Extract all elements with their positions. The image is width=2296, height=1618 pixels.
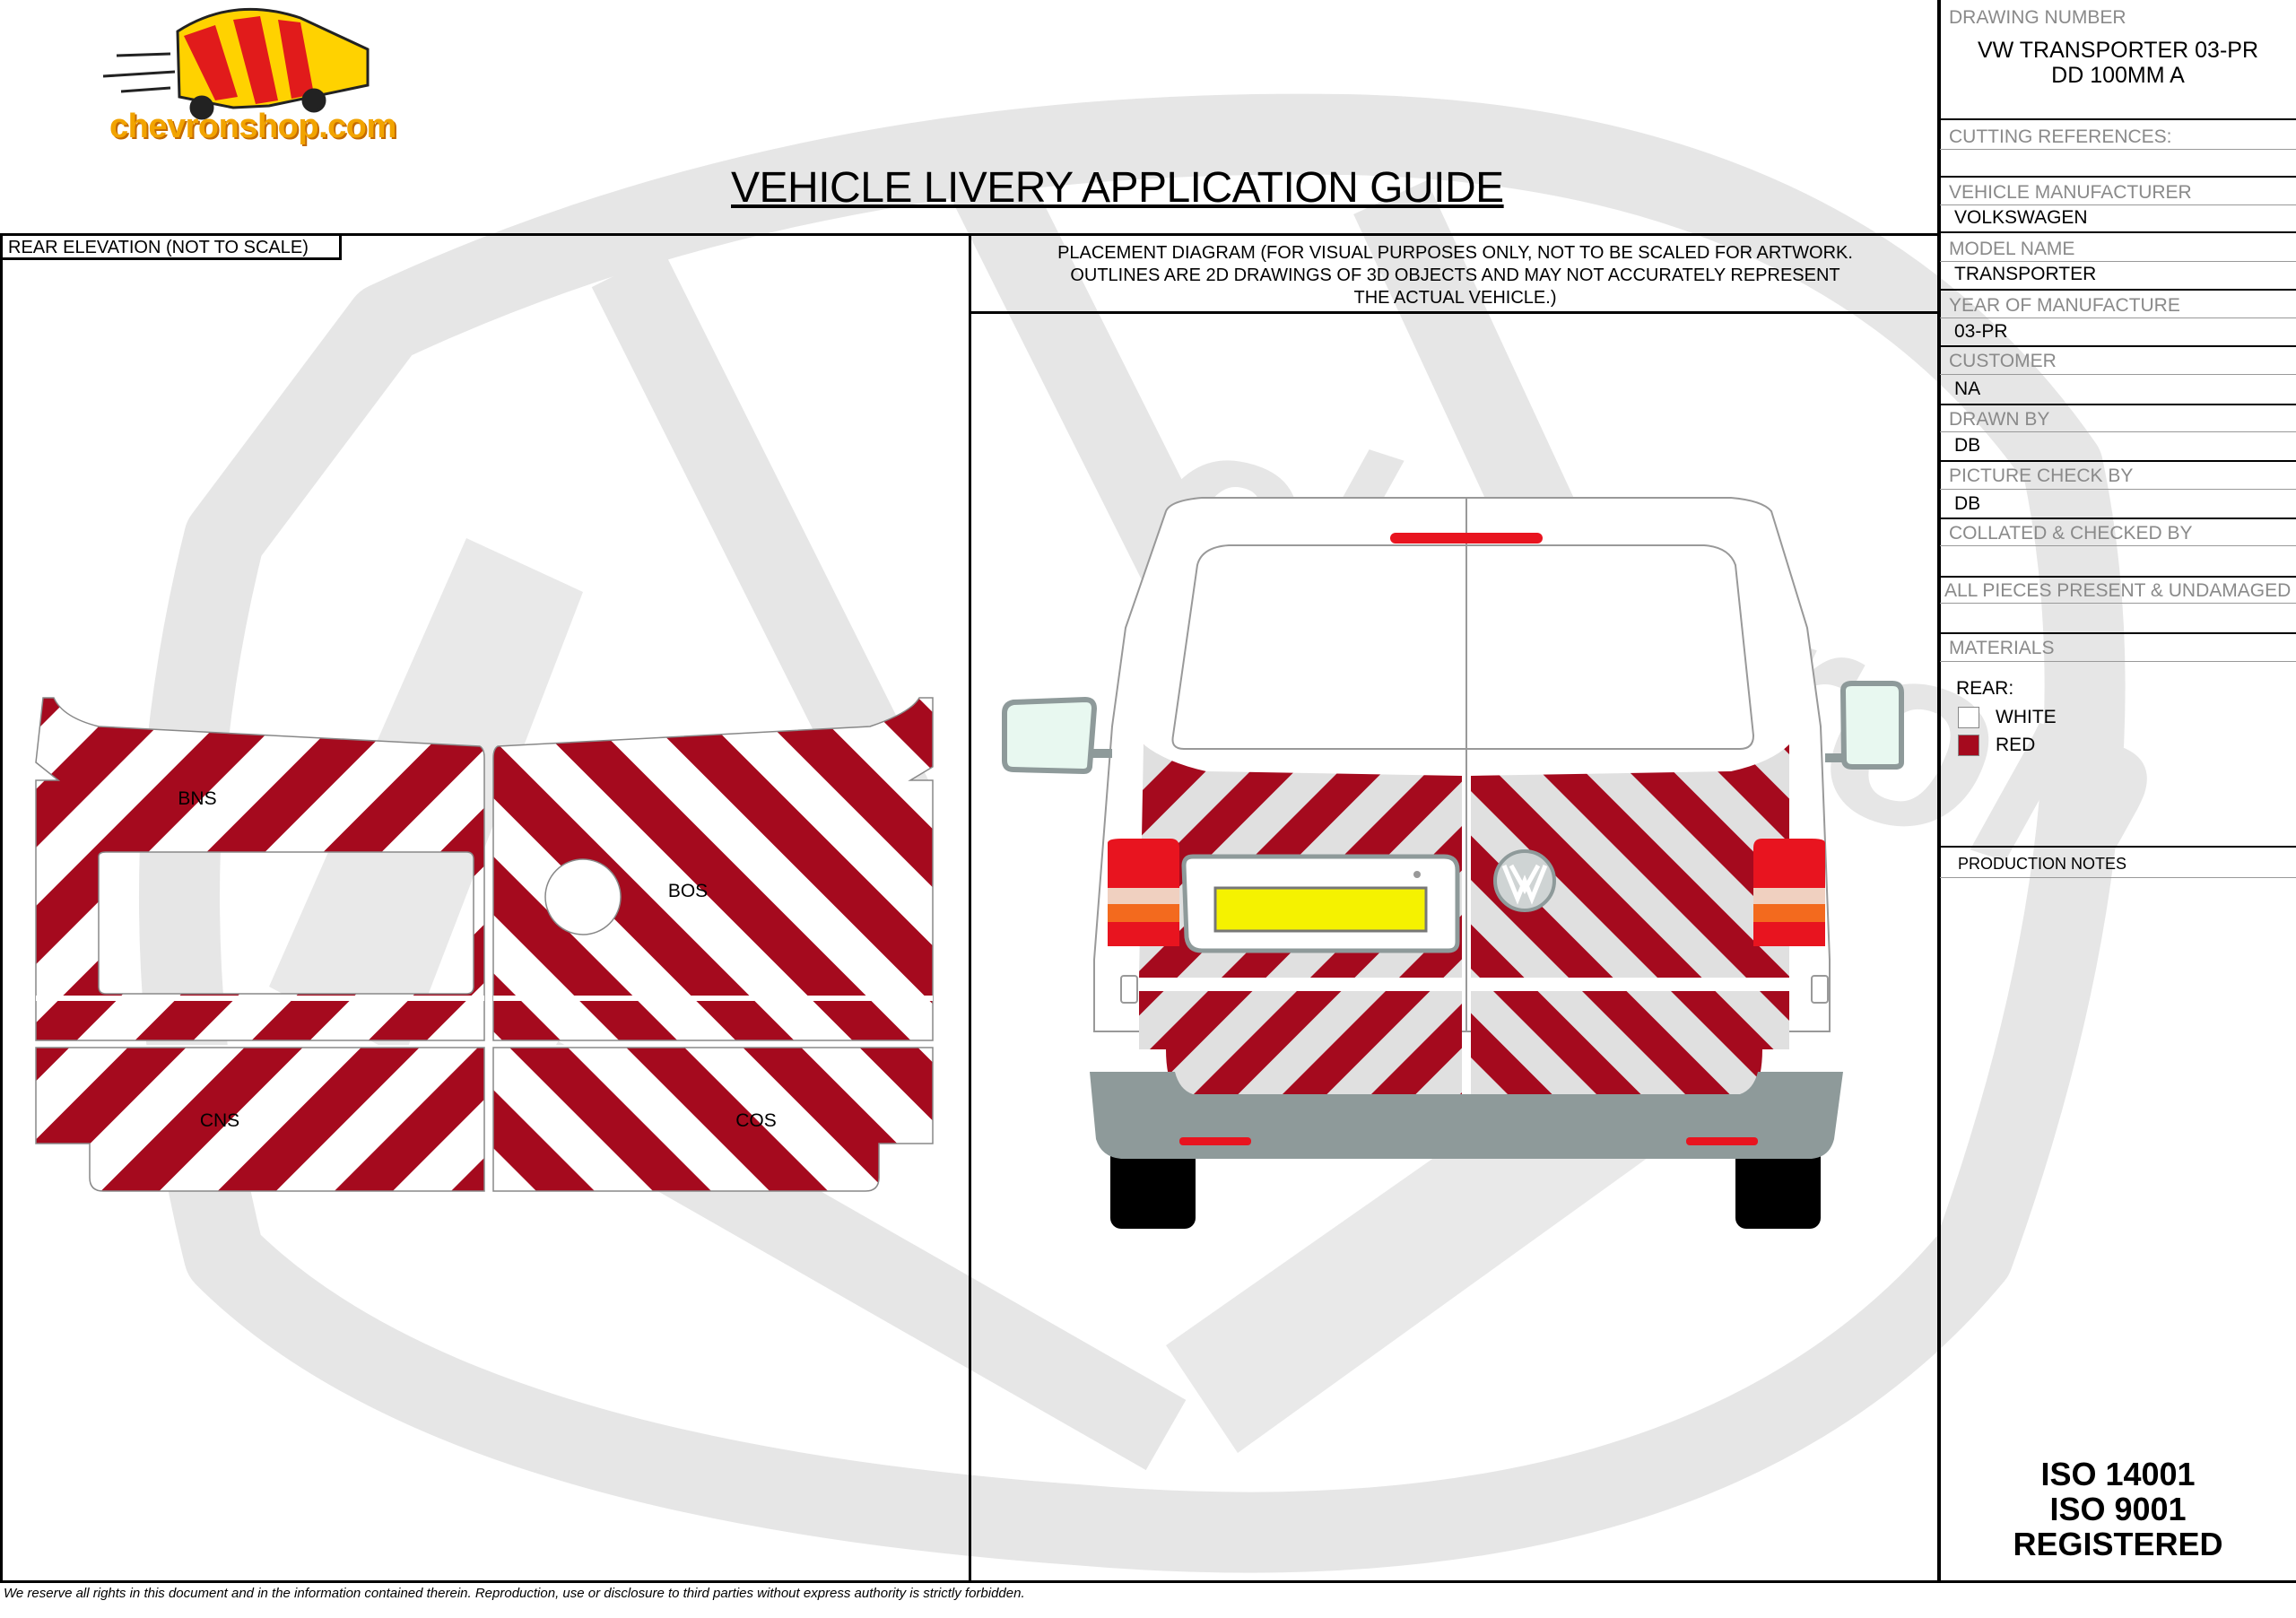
- right-mirror: [1839, 681, 1904, 770]
- note-underline: [969, 311, 1940, 314]
- iso-registered: REGISTERED: [2013, 1526, 2223, 1562]
- manufacturer-value: VOLKSWAGEN: [1954, 207, 2088, 228]
- iso-9001: ISO 9001: [2049, 1491, 2187, 1527]
- red-swatch: [1958, 735, 1979, 756]
- sidebar-left-line: [1937, 0, 1941, 1583]
- model-label: MODEL NAME: [1949, 239, 2075, 259]
- material-white: WHITE: [1996, 707, 2057, 727]
- year-value: 03-PR: [1954, 321, 2008, 342]
- copyright-footer: We reserve all rights in this document a…: [4, 1586, 1025, 1601]
- part-cos: [492, 1047, 934, 1192]
- chevronshop-logo: [102, 7, 370, 120]
- left-reflector: [1179, 1137, 1251, 1145]
- manufacturer-label: VEHICLE MANUFACTURER: [1949, 182, 2192, 203]
- lower-left-chevrons: [1139, 991, 1462, 1094]
- picture-check-value: DB: [1954, 493, 1981, 514]
- number-plate: [1213, 886, 1428, 933]
- van-rear-diagram: [1002, 497, 1904, 1229]
- model-value: TRANSPORTER: [1954, 264, 2097, 284]
- drawing-number-line: VW TRANSPORTER 03-PR: [1977, 38, 2259, 63]
- drawing-number-label: DRAWING NUMBER: [1949, 7, 2126, 28]
- left-mirror: [1002, 696, 1098, 775]
- logo-wordmark: chevronshop.com: [109, 108, 396, 145]
- lower-right-chevrons: [1471, 991, 1789, 1094]
- rear-elevation-label: REAR ELEVATION (NOT TO SCALE): [3, 236, 342, 260]
- iso-14001: ISO 14001: [2040, 1456, 2196, 1492]
- pieces-label: ALL PIECES PRESENT & UNDAMAGED: [1944, 580, 2292, 601]
- year-label: YEAR OF MANUFACTURE: [1949, 295, 2180, 316]
- materials-heading: REAR:: [1956, 678, 2014, 699]
- part-label-cns: CNS: [200, 1110, 239, 1131]
- placement-note-line: THE ACTUAL VEHICLE.): [1353, 288, 1557, 308]
- customer-value: NA: [1954, 378, 1981, 399]
- part-label-bns: BNS: [178, 788, 216, 809]
- part-label-cos: COS: [735, 1110, 777, 1131]
- production-notes-label: PRODUCTION NOTES: [1958, 855, 2127, 873]
- picture-check-label: PICTURE CHECK BY: [1949, 465, 2134, 486]
- frame-bottom-line: [0, 1580, 2296, 1583]
- rear-bumper: [1090, 1072, 1843, 1159]
- drawn-by-label: DRAWN BY: [1949, 409, 2050, 430]
- title-block-sidebar: DRAWING NUMBER VW TRANSPORTER 03-PR DD 1…: [1940, 0, 2296, 1583]
- white-swatch: [1958, 707, 1979, 728]
- rear-window: [1171, 544, 1755, 750]
- placement-note-line: PLACEMENT DIAGRAM (FOR VISUAL PURPOSES O…: [1057, 243, 1853, 263]
- right-reflector: [1686, 1137, 1758, 1145]
- upper-right-chevrons: [1471, 744, 1789, 978]
- drawing-number-line: DD 100MM A: [2051, 63, 2185, 88]
- materials-label: MATERIALS: [1949, 638, 2055, 658]
- part-bos: [492, 697, 934, 1041]
- cutting-references-label: CUTTING REFERENCES:: [1949, 126, 2172, 147]
- part-cns: [35, 1047, 485, 1192]
- frame-left-line: [0, 233, 3, 1583]
- customer-label: CUSTOMER: [1949, 351, 2057, 371]
- placement-note-line: OUTLINES ARE 2D DRAWINGS OF 3D OBJECTS A…: [1070, 265, 1840, 285]
- part-bns: [35, 697, 485, 1041]
- frame-divider: [969, 233, 971, 1583]
- high-brake-light: [1390, 533, 1543, 544]
- part-label-bos: BOS: [668, 881, 708, 901]
- drawn-by-value: DB: [1954, 435, 1981, 456]
- rear-elevation-parts: BNS BOS CNS COS: [27, 697, 951, 1192]
- material-red: RED: [1996, 735, 2036, 755]
- collated-label: COLLATED & CHECKED BY: [1949, 523, 2193, 544]
- placement-note: PLACEMENT DIAGRAM (FOR VISUAL PURPOSES O…: [973, 242, 1937, 309]
- page-title: VEHICLE LIVERY APPLICATION GUIDE: [731, 164, 1504, 212]
